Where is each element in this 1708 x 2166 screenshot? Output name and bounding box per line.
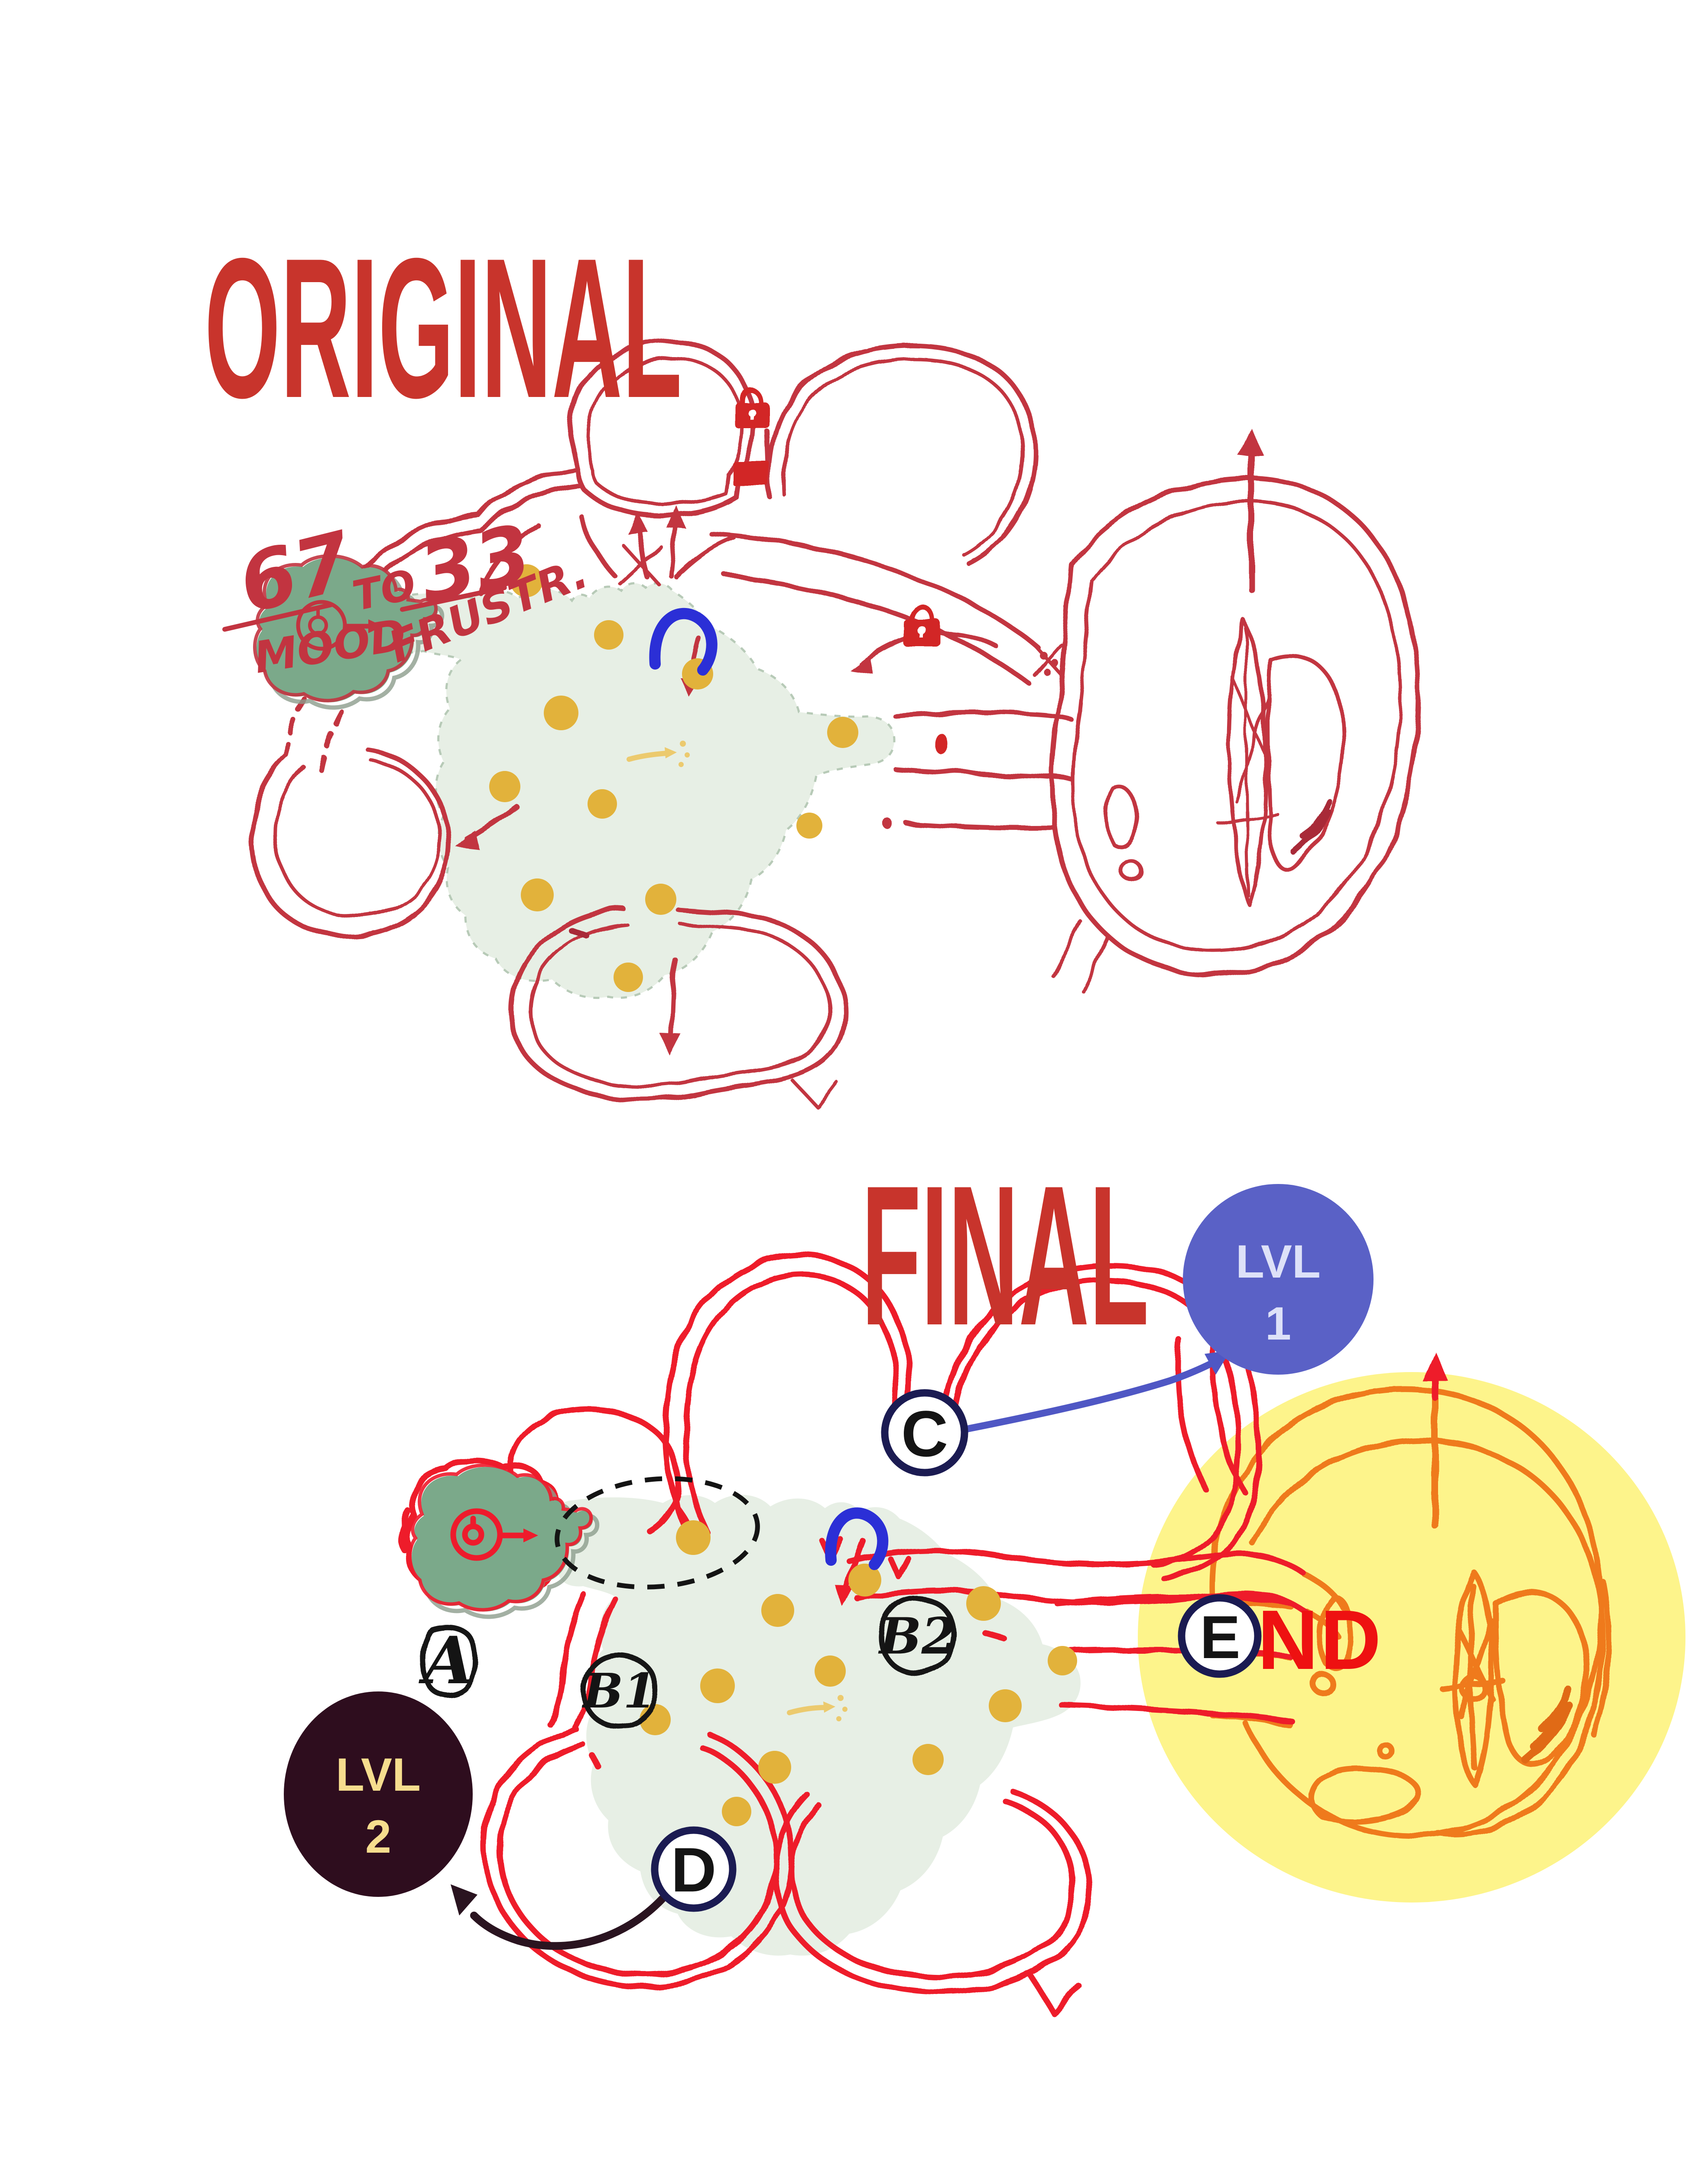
lvl2-badge-circle	[284, 1691, 473, 1897]
marker-e: E	[1200, 1603, 1240, 1671]
marker-b1: B1	[583, 1663, 656, 1719]
start-blob	[408, 1463, 600, 1619]
spawn-point-icon	[296, 600, 383, 651]
level1-link-arrow	[962, 1360, 1215, 1433]
marker-b2: B2	[879, 1607, 956, 1666]
marker-e-ring	[1178, 1594, 1262, 1678]
marker-c: C	[901, 1397, 948, 1470]
sparkle-arrow-icon	[627, 741, 690, 767]
final-map	[284, 1184, 1685, 2017]
marker-a: A	[423, 1623, 474, 1699]
boss-room-wall	[1050, 475, 1421, 977]
marker-d-ring	[651, 1826, 737, 1912]
lvl1-badge-circle	[1183, 1184, 1374, 1375]
door-icon	[935, 733, 948, 754]
boss-sketch	[1105, 618, 1345, 907]
original-walls	[249, 338, 1421, 1109]
door-icon	[733, 461, 770, 486]
original-map	[249, 338, 1421, 1109]
padlock-icon	[734, 388, 769, 428]
sparkle-arrow-icon	[787, 1695, 848, 1721]
u-turn-arrow-icon	[649, 608, 718, 676]
stat-from-value: 67	[230, 514, 361, 632]
spawn-point-icon	[450, 1508, 538, 1561]
start-blob	[253, 554, 445, 710]
original-title: ORIGINAL	[205, 217, 682, 439]
lvl1-badge-text: LVL 1	[1208, 1231, 1348, 1354]
pickup-dots	[489, 564, 858, 992]
lvl1-line1: LVL	[1236, 1235, 1321, 1288]
final-title: FINAL	[861, 1145, 1149, 1367]
highlight-dashed-ellipse	[555, 1476, 760, 1590]
marker-d: D	[671, 1834, 717, 1905]
lvl1-line2: 1	[1265, 1297, 1292, 1350]
boss-sketch	[1309, 1569, 1590, 1824]
padlock-icon	[904, 605, 941, 647]
level2-link-arrow	[470, 1895, 666, 1950]
pickup-dots	[640, 1520, 1077, 1826]
exit-arrow-up-icon	[668, 517, 679, 578]
u-turn-arrow-icon	[825, 1507, 889, 1570]
lvl2-badge-text: LVL 2	[308, 1744, 448, 1867]
drop-arrow-icon	[668, 956, 677, 1044]
hand-marker-rings	[419, 1595, 958, 1729]
lvl2-line1: LVL	[336, 1748, 421, 1801]
lvl2-line2: 2	[365, 1810, 392, 1863]
end-zone-sketch	[1209, 1351, 1612, 1839]
level2-link-arrowhead	[451, 1884, 477, 1916]
marker-c-ring	[881, 1389, 968, 1477]
end-text-suffix: ND	[1257, 1593, 1383, 1687]
cavern-area	[388, 583, 895, 998]
